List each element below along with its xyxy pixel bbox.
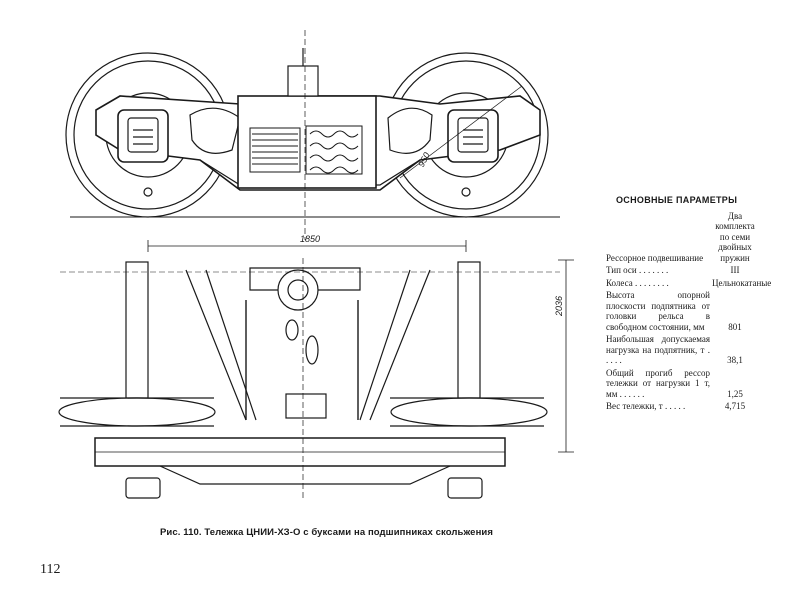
- param-label: Вес тележки, т . . . . .: [606, 401, 686, 411]
- parameters-title: ОСНОВНЫЕ ПАРАМЕТРЫ: [616, 195, 738, 205]
- side-view: [65, 30, 560, 252]
- param-value: 801: [728, 321, 742, 332]
- plan-view: [58, 258, 574, 500]
- param-row: Рессорное подвешивание Два комплекта по …: [606, 211, 758, 264]
- param-row: Вес тележки, т . . . . . 4,715: [606, 401, 758, 412]
- param-label: Высота опорной плоскости подпятника от г…: [606, 290, 710, 332]
- param-value: Два комплекта по семи двойных пружин: [715, 210, 755, 263]
- param-row: Наибольшая допускаемая нагрузка на подпя…: [606, 334, 758, 366]
- param-row: Колеса . . . . . . . . Цельнокатаные: [606, 277, 772, 289]
- param-row: Общий прогиб рессор тележки от нагрузки …: [606, 368, 758, 400]
- param-value: 1,25: [727, 388, 743, 399]
- param-label: Наибольшая допускаемая нагрузка на подпя…: [606, 334, 710, 365]
- param-label: Общий прогиб рессор тележки от нагрузки …: [606, 367, 710, 399]
- dimension-height: 2036: [554, 295, 564, 316]
- param-label: Колеса . . . . . . . .: [606, 277, 669, 288]
- param-row: Тип оси . . . . . . . III: [606, 265, 758, 276]
- page-number: 112: [40, 562, 61, 577]
- figure-caption: Рис. 110. Тележка ЦНИИ-ХЗ-О с буксами на…: [160, 527, 493, 538]
- param-label: Тип оси . . . . . . .: [606, 265, 669, 275]
- param-label: Рессорное подвешивание: [606, 252, 704, 263]
- parameters-table: ОСНОВНЫЕ ПАРАМЕТРЫ Рессорное подвешивани…: [606, 195, 772, 414]
- param-row: Высота опорной плоскости подпятника от г…: [606, 290, 758, 332]
- dimension-wheelbase: 1850: [300, 234, 321, 244]
- param-value: 4,715: [724, 401, 746, 411]
- param-value: 38,1: [727, 355, 743, 365]
- param-value: Цельнокатаные: [712, 277, 772, 288]
- param-value: III: [730, 265, 740, 275]
